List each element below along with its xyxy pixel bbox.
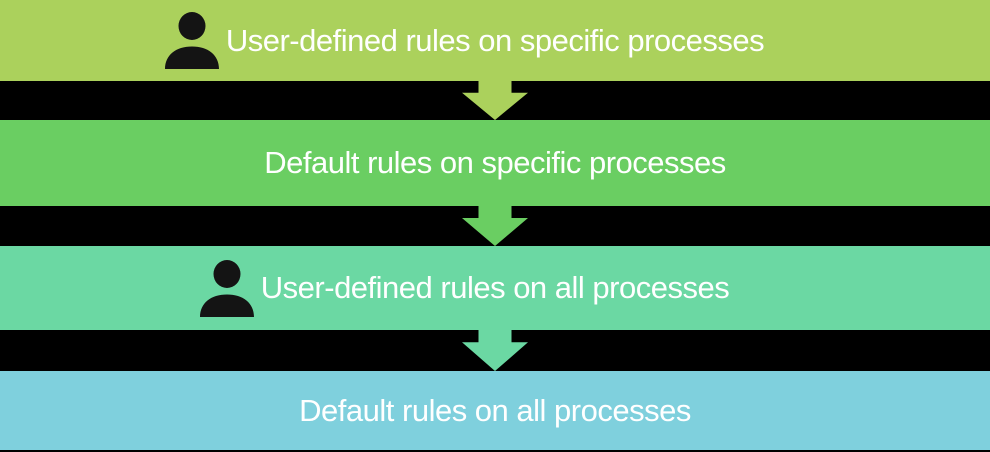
band-default-rules-specific-processes: Default rules on specific processes	[0, 120, 990, 206]
down-arrow-icon	[462, 206, 528, 246]
band-label: Default rules on specific processes	[264, 145, 726, 181]
band-user-rules-specific-processes: User-defined rules on specific processes	[0, 0, 990, 81]
band-label: User-defined rules on specific processes	[225, 22, 765, 58]
gap-divider	[0, 330, 990, 371]
down-arrow-icon	[462, 330, 528, 371]
down-arrow-icon	[462, 81, 528, 120]
band-content: User-defined rules on all processes	[199, 259, 730, 317]
person-icon	[164, 11, 220, 70]
gap-divider	[0, 206, 990, 246]
band-label: User-defined rules on all processes	[260, 270, 730, 306]
band-default-rules-all-processes: Default rules on all processes	[0, 371, 990, 450]
band-content: Default rules on specific processes	[264, 145, 726, 181]
gap-divider	[0, 81, 990, 120]
band-content: Default rules on all processes	[299, 393, 691, 429]
person-icon	[199, 259, 255, 317]
band-label: Default rules on all processes	[299, 392, 691, 428]
band-user-rules-all-processes: User-defined rules on all processes	[0, 246, 990, 330]
band-content: User-defined rules on specific processes	[164, 12, 765, 70]
